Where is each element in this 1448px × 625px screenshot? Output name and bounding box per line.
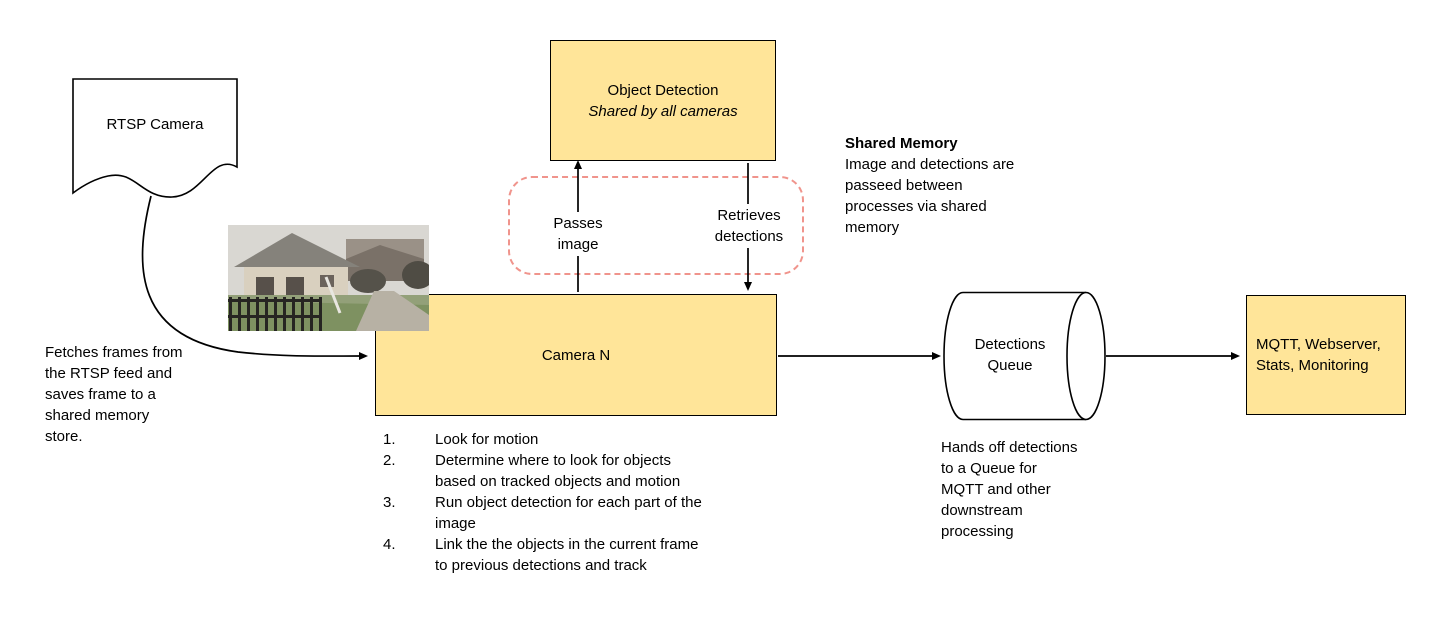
detections-queue-end-shape — [1066, 291, 1106, 421]
detections-queue-label: Detections Queue — [974, 336, 1046, 374]
step-text: Look for motion — [435, 431, 539, 448]
fetch-frames-note: Fetches frames from the RTSP feed and sa… — [45, 344, 183, 445]
list-item: 3. Run object detection for each part of… — [383, 492, 813, 534]
rtsp-camera-shape — [72, 78, 238, 198]
camera-steps-list: 1. Look for motion 2. Determine where to… — [383, 429, 813, 576]
camera-snapshot-image — [228, 225, 434, 331]
shared-memory-boundary — [508, 176, 804, 275]
step-number: 3. — [383, 494, 396, 511]
step-number: 1. — [383, 431, 396, 448]
camera-n-node: Camera N — [375, 294, 777, 416]
camera-snapshot-illustration — [228, 225, 434, 331]
passes-image-label: Passes image — [543, 212, 613, 256]
step-number: 4. — [383, 536, 396, 553]
rtsp-camera-label: RTSP Camera — [106, 116, 204, 133]
step-text: Run object detection for each part of th… — [435, 494, 702, 532]
queue-handoff-note: Hands off detections to a Queue for MQTT… — [941, 439, 1078, 540]
object-detection-node: Object Detection Shared by all cameras — [550, 40, 776, 161]
shared-memory-note: Shared Memory Image and detections are p… — [845, 133, 1065, 238]
step-text: Determine where to look for objects base… — [435, 452, 681, 490]
step-number: 2. — [383, 452, 396, 469]
camera-n-label: Camera N — [541, 346, 611, 364]
list-item: 2. Determine where to look for objects b… — [383, 450, 813, 492]
retrieves-detections-label: Retrieves detections — [709, 204, 789, 248]
shared-memory-note-title: Shared Memory — [845, 135, 958, 152]
outputs-node: MQTT, Webserver, Stats, Monitoring — [1246, 295, 1406, 415]
list-item: 1. Look for motion — [383, 429, 813, 450]
step-text: Link the the objects in the current fram… — [435, 536, 699, 574]
list-item: 4. Link the the objects in the current f… — [383, 534, 813, 576]
shared-memory-note-body: Image and detections are passeed between… — [845, 156, 1015, 236]
object-detection-subtitle: Shared by all cameras — [588, 102, 738, 120]
object-detection-title: Object Detection — [607, 81, 719, 99]
outputs-label: MQTT, Webserver, Stats, Monitoring — [1256, 336, 1381, 374]
